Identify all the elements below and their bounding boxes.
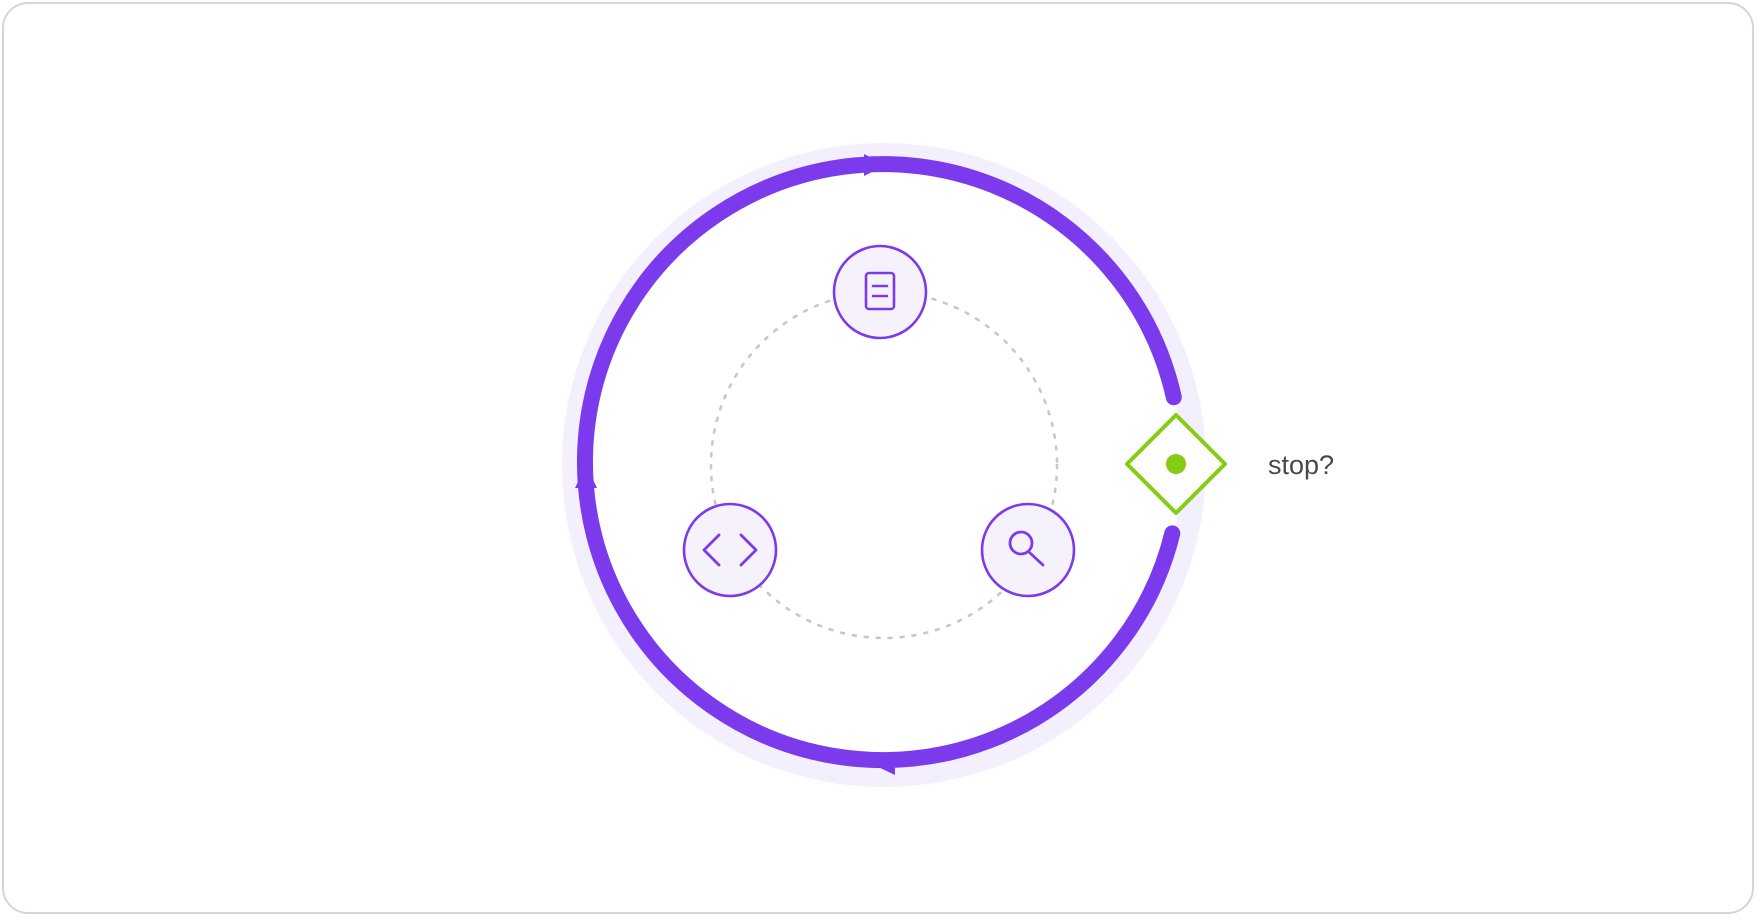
- search-icon: [1008, 530, 1045, 567]
- loop-arrow-left: [575, 465, 597, 488]
- decision-label: stop?: [1268, 450, 1334, 480]
- step-node-document: [832, 244, 928, 340]
- decision-node: [1125, 413, 1227, 515]
- loop-arrow-bottom: [872, 753, 895, 775]
- loop-arc: [576, 156, 1182, 769]
- document-icon: [864, 271, 896, 311]
- decision-dot: [1166, 454, 1186, 474]
- loop-arrow-top: [864, 154, 886, 176]
- code-icon: [702, 533, 758, 567]
- step-node-search: [980, 502, 1076, 598]
- step-node-code: [682, 502, 778, 598]
